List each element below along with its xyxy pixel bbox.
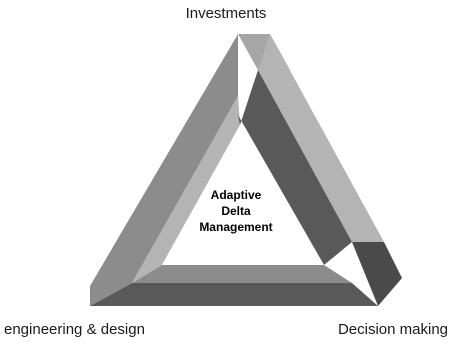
center-title-line-1: Adaptive <box>210 188 262 202</box>
bottom-bar-top-face <box>132 265 352 283</box>
center-title-line-3: Management <box>199 220 273 234</box>
decision-making-label: Decision making <box>337 321 448 338</box>
right-arm-light-face <box>258 34 384 242</box>
engineering-design-label: engineering & design <box>4 321 145 338</box>
center-title: Adaptive Delta Management <box>176 187 296 235</box>
investments-label: Investments <box>185 5 267 22</box>
left-arm-outer-face <box>90 34 238 306</box>
right-arm-side-face <box>352 242 402 306</box>
center-title-line-2: Delta <box>221 204 251 218</box>
bottom-bar-front-face <box>90 283 378 306</box>
left-arm-inner-face <box>132 96 240 283</box>
inner-triangle <box>162 125 324 265</box>
right-arm-dark-face <box>238 70 352 265</box>
